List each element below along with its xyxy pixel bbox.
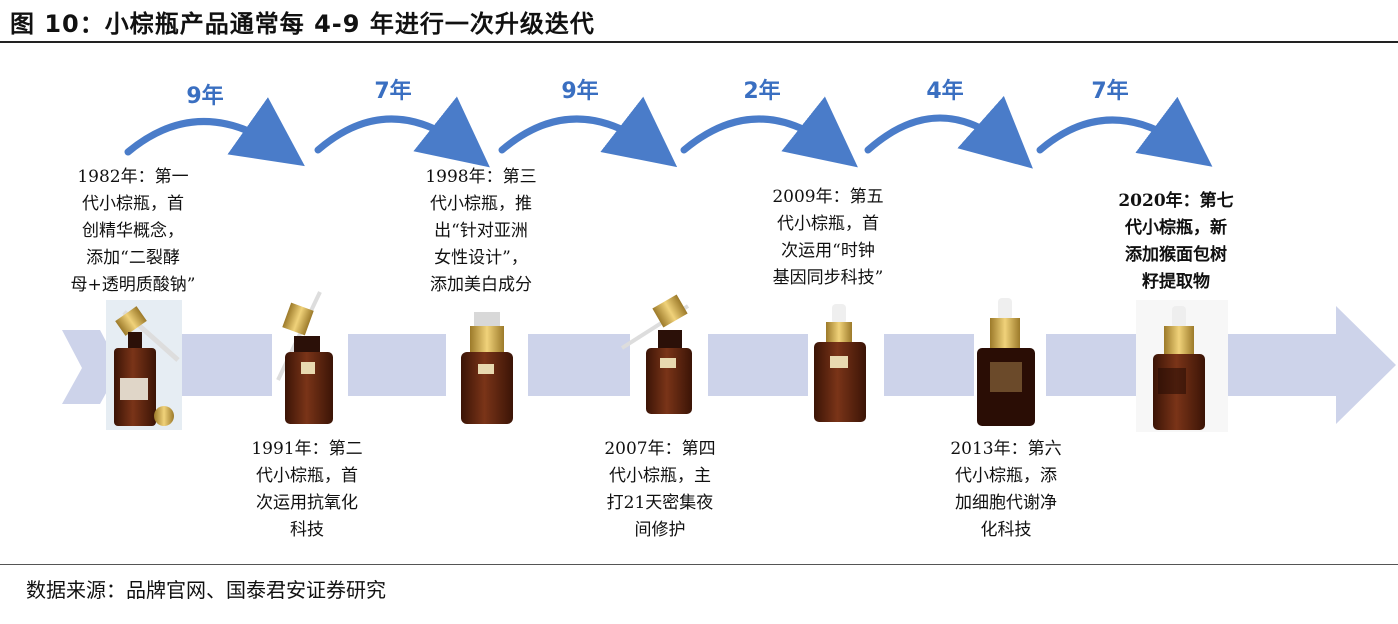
timeline-band (62, 306, 1396, 424)
timeline-segment (180, 334, 272, 396)
interval-arrow (864, 95, 1033, 169)
timeline-segment (708, 334, 808, 396)
bottle-gen-4 (620, 294, 692, 414)
generation-5-description: 2009年：第五 代小棕瓶，首 次运用“时钟 基因同步科技” (772, 187, 884, 288)
interval-label: 7年 (374, 78, 411, 104)
bottle-gen-3 (461, 312, 513, 424)
timeline-segment (348, 334, 446, 396)
figure-title: 图 10：小棕瓶产品通常每 4-9 年进行一次升级迭代 (10, 10, 595, 38)
bottle-gen-1 (106, 300, 182, 430)
bottle-gen-7 (1136, 300, 1228, 432)
top-rule (0, 41, 1398, 43)
interval-arrow (124, 97, 305, 167)
interval-arrow (498, 96, 678, 168)
bottom-rule (0, 564, 1398, 565)
timeline-end-arrow (1226, 306, 1396, 424)
interval-arrows (124, 95, 1213, 169)
source-note: 数据来源：品牌官网、国泰君安证券研究 (26, 578, 386, 602)
timeline-segment (528, 334, 630, 396)
interval-arrow (1036, 96, 1213, 167)
interval-label: 9年 (561, 78, 598, 104)
interval-label: 2年 (743, 78, 780, 104)
bottle-gen-6 (977, 298, 1035, 426)
interval-label: 7年 (1091, 78, 1128, 104)
generation-1-description: 1982年：第一 代小棕瓶，首 创精华概念， 添加“二裂酵 母+透明质酸钠” (70, 167, 196, 295)
timeline-segment (1046, 334, 1136, 396)
timeline-start-chevron (62, 330, 120, 404)
generation-6-description: 2013年：第六 代小棕瓶，添 加细胞代谢净 化科技 (950, 439, 1062, 540)
bottle-gen-2 (276, 291, 333, 424)
bottle-gen-5 (814, 304, 866, 422)
generation-4-description: 2007年：第四 代小棕瓶，主 打21天密集夜 间修护 (604, 439, 716, 540)
generation-3-description: 1998年：第三 代小棕瓶，推 出“针对亚洲 女性设计”， 添加美白成分 (425, 167, 537, 295)
generation-7-description: 2020年：第七 代小棕瓶，新 添加猴面包树 籽提取物 (1118, 191, 1234, 292)
interval-arrow (314, 96, 490, 168)
timeline-segment (884, 334, 974, 396)
interval-labels: 9年 7年 9年 2年 4年 7年 (186, 78, 1128, 109)
interval-arrow (680, 96, 858, 168)
interval-label: 9年 (186, 83, 223, 109)
generation-2-description: 1991年：第二 代小棕瓶，首 次运用抗氧化 科技 (251, 439, 363, 540)
interval-label: 4年 (926, 78, 963, 104)
